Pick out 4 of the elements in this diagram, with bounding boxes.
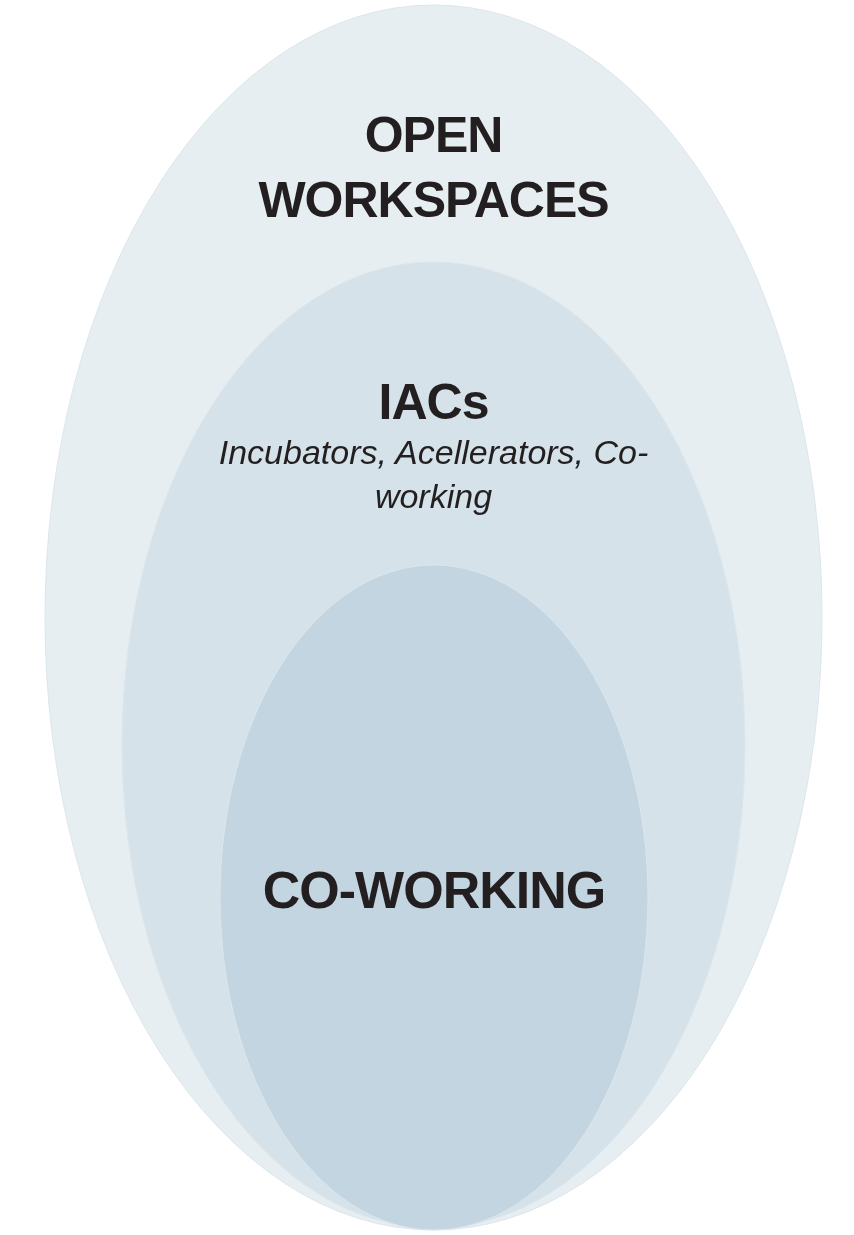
heading: IACs — [377, 373, 490, 432]
heading: CO-WORKING — [261, 860, 607, 921]
heading: OPEN WORKSPACES — [257, 106, 610, 230]
subtitle: Incubators, Acellerators, Co-working — [217, 432, 650, 518]
